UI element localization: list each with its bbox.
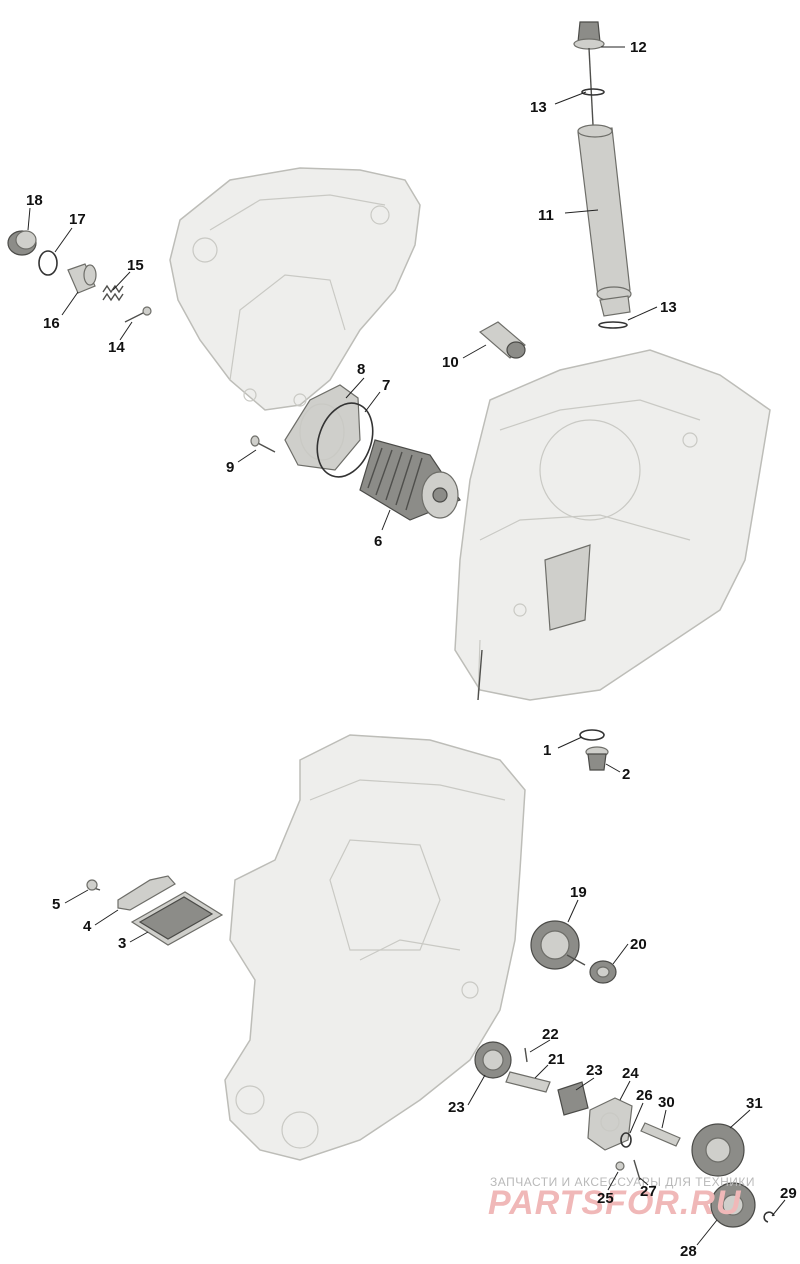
callout-14: 14 [108,339,125,356]
part-10-oil-pressure-sensor [478,321,526,359]
part-23-pump-rotor-outer [474,1041,512,1079]
part-19-gear [530,920,586,970]
part-13-o-ring-upper [581,88,605,96]
callout-21: 21 [548,1051,565,1068]
callout-31: 31 [746,1095,763,1112]
part-21-pump-shaft [505,1071,551,1093]
part-31-gear [691,1123,745,1177]
watermark-logo: PARTSFOR.RU [488,1184,742,1222]
part-24-pump-cover [587,1097,633,1151]
callout-18: 18 [26,192,43,209]
callout-9: 9 [226,459,234,476]
callout-20: 20 [630,936,647,953]
callout-11: 11 [538,207,554,224]
part-22-pin [524,1047,528,1063]
crankcase-right-ghost [454,349,771,701]
leader-lines [27,46,786,1246]
callout-23-right: 23 [586,1062,603,1079]
part-18-plug [7,230,37,256]
part-25-screw [615,1161,625,1171]
callout-13-lower: 13 [660,299,677,316]
callout-28: 28 [680,1243,697,1260]
callout-29: 29 [780,1185,797,1202]
callout-10: 10 [442,354,459,371]
callout-1: 1 [543,742,551,759]
callout-25: 25 [597,1190,614,1207]
part-20-seal [589,960,617,984]
callout-labels: 1 2 3 4 5 6 7 8 9 10 11 12 13 13 14 15 1… [26,39,797,1260]
callout-19: 19 [570,884,587,901]
part-6-oil-filter [359,439,461,521]
callout-26: 26 [636,1087,653,1104]
part-28-gear [710,1182,756,1228]
callout-12: 12 [630,39,647,56]
part-27-pin [633,1159,641,1181]
part-30-shaft [640,1122,681,1147]
callout-6: 6 [374,533,382,550]
part-9-screw [250,435,276,453]
part-5-screw [86,879,101,891]
part-11-dipstick-tube [577,124,632,317]
part-29-circlip [763,1211,775,1223]
callout-3: 3 [118,935,126,952]
callout-7: 7 [382,377,390,394]
part-7-o-ring [316,402,374,478]
callout-17: 17 [69,211,86,228]
part-15-spring [102,284,124,302]
callout-8: 8 [357,361,365,378]
callout-24: 24 [622,1065,639,1082]
part-16-sleeve [67,263,97,294]
part-1-o-ring [579,729,605,741]
callout-5: 5 [52,896,60,913]
part-13-o-ring-lower [598,321,628,329]
part-14-screw [124,306,152,323]
callout-27: 27 [640,1183,657,1200]
part-26-o-ring [620,1132,632,1148]
callout-22: 22 [542,1026,559,1043]
part-12-dipstick [573,21,605,126]
callout-13-upper: 13 [530,99,547,116]
callout-30: 30 [658,1094,675,1111]
watermark-text: ЗАПЧАСТИ И АКСЕССУАРЫ ДЛЯ ТЕХНИКИ [490,1175,755,1189]
part-17-o-ring [38,250,58,276]
callout-23-left: 23 [448,1099,465,1116]
callout-2: 2 [622,766,630,783]
callout-15: 15 [127,257,144,274]
callout-16: 16 [43,315,60,332]
crankcase-cover-ghost [169,167,421,411]
part-23-pump-rotor-inner [557,1081,589,1116]
callout-4: 4 [83,918,92,935]
part-3-oil-strainer [130,891,224,946]
part-4-bracket [117,875,176,911]
crankcase-lower-ghost [224,734,526,1161]
part-2-drain-plug [585,746,609,771]
